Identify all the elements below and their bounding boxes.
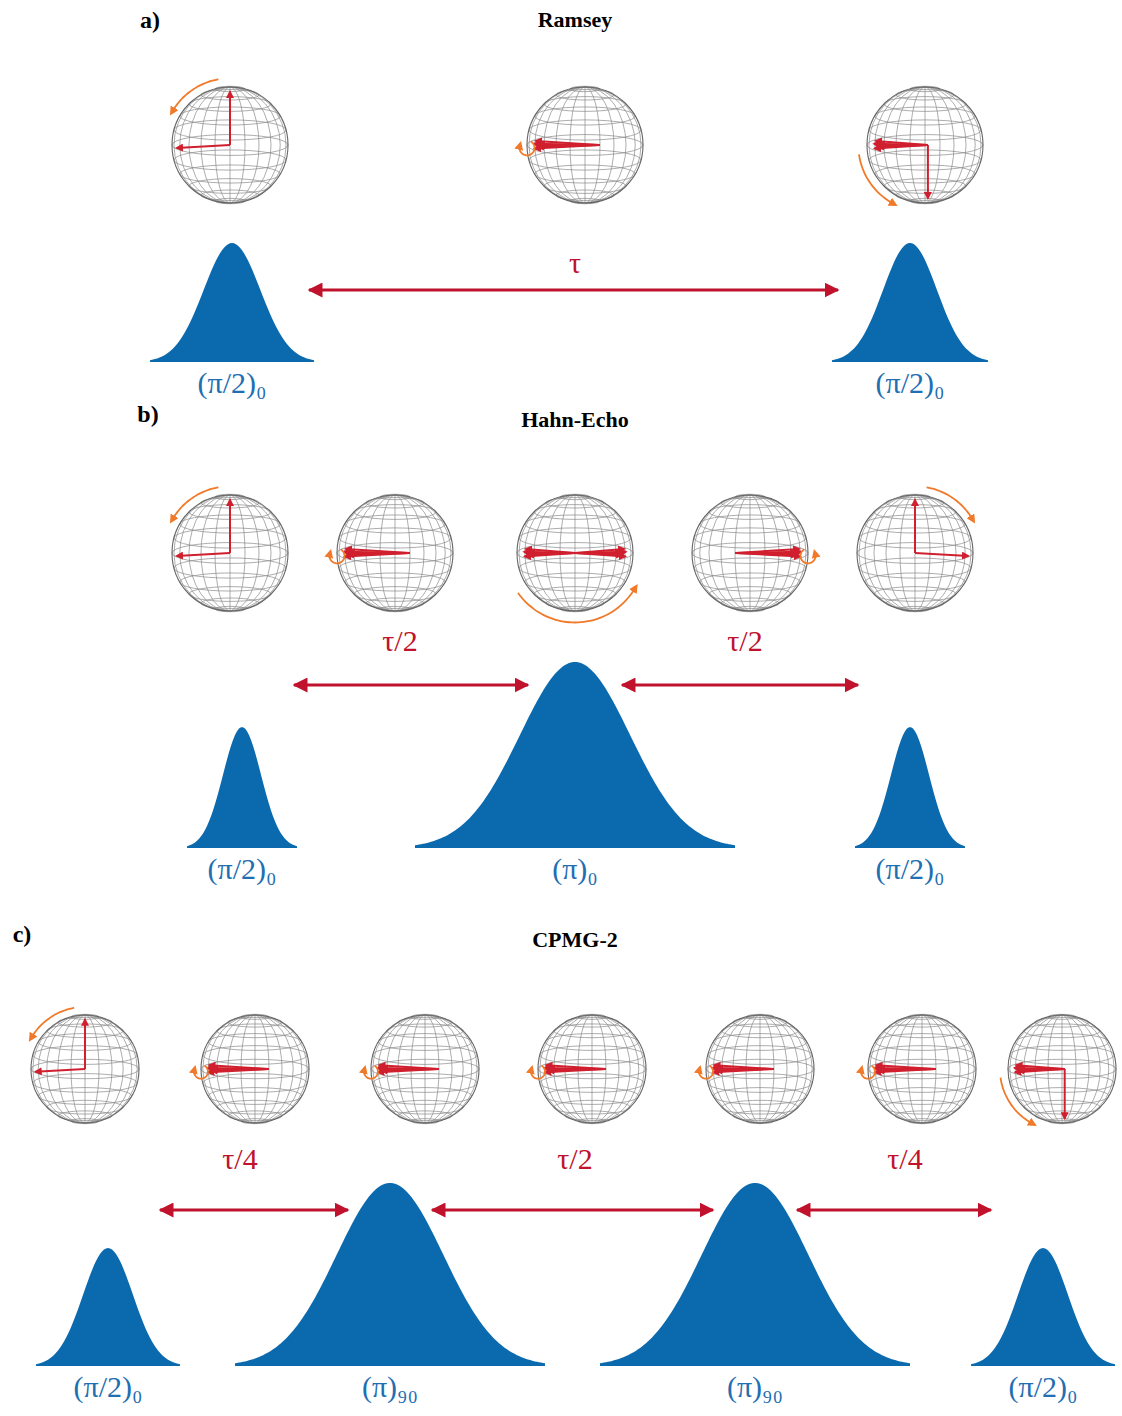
interval-arrow bbox=[797, 1209, 991, 1212]
pulse-label: (π/2)₀ bbox=[860, 852, 960, 885]
gaussian-pulse bbox=[832, 243, 988, 362]
interval-arrow bbox=[160, 1209, 348, 1212]
pulse-label: (π/2)₀ bbox=[840, 366, 980, 399]
pulse-label: (π/2)₀ bbox=[157, 366, 307, 399]
interval-label: τ/4 bbox=[219, 1142, 260, 1175]
bloch-sphere bbox=[517, 494, 635, 622]
bloch-sphere bbox=[194, 1014, 309, 1123]
panel-label: Ramsey bbox=[538, 8, 613, 32]
pulse: (π/2)₀ bbox=[58, 1248, 158, 1403]
bloch-sphere bbox=[330, 494, 453, 611]
bloch-sphere bbox=[364, 1014, 479, 1123]
bloch-sphere bbox=[861, 1014, 976, 1123]
pulse-label: (π/2)₀ bbox=[993, 1370, 1093, 1403]
panel-label: a) bbox=[140, 7, 160, 33]
bloch-sphere bbox=[1001, 1014, 1116, 1124]
interval-label: τ/2 bbox=[554, 1142, 595, 1175]
interval-label: τ/4 bbox=[884, 1142, 925, 1175]
pulse: (π/2)₀ bbox=[840, 243, 980, 399]
pulse: (π/2)₀ bbox=[192, 727, 292, 885]
pulse-label: (π/2)₀ bbox=[58, 1370, 158, 1403]
bloch-sphere bbox=[520, 86, 643, 203]
bloch-sphere bbox=[531, 1014, 646, 1123]
gaussian-pulse bbox=[600, 1183, 910, 1366]
interval-arrow bbox=[622, 684, 858, 687]
gaussian-pulse bbox=[855, 727, 965, 848]
pulse: (π/2)₀ bbox=[157, 243, 307, 399]
pulse-label: (π/2)₀ bbox=[192, 852, 292, 885]
bloch-sphere bbox=[692, 494, 815, 611]
pulse-label: (π)₉₀ bbox=[350, 1370, 430, 1403]
panel-label: CPMG-2 bbox=[532, 928, 618, 952]
pulse: (π)₀ bbox=[530, 662, 620, 885]
interval-label: τ/2 bbox=[379, 624, 420, 657]
bloch-sphere bbox=[857, 487, 973, 611]
pulse: (π/2)₀ bbox=[860, 727, 960, 885]
interval-label: τ/2 bbox=[724, 624, 765, 657]
gaussian-pulse bbox=[187, 727, 297, 848]
pulse-label: (π)₉₀ bbox=[715, 1370, 795, 1403]
pulse-label: (π)₀ bbox=[530, 852, 620, 885]
bloch-sphere bbox=[699, 1014, 814, 1123]
bloch-sphere bbox=[172, 487, 288, 611]
pulse: (π)₉₀ bbox=[715, 1183, 795, 1403]
panel-label: b) bbox=[137, 401, 158, 427]
pulse: (π/2)₀ bbox=[993, 1248, 1093, 1403]
panel-label: Hahn-Echo bbox=[521, 408, 629, 432]
gaussian-pulse bbox=[235, 1183, 545, 1366]
interval-arrow bbox=[294, 684, 528, 687]
gaussian-pulse bbox=[150, 243, 314, 362]
gaussian-pulse bbox=[36, 1248, 180, 1366]
panel-label: c) bbox=[13, 921, 32, 947]
bloch-sphere bbox=[31, 1008, 139, 1124]
gaussian-pulse bbox=[971, 1248, 1115, 1366]
pulse: (π)₉₀ bbox=[350, 1183, 430, 1403]
interval-arrow bbox=[432, 1209, 713, 1212]
gaussian-pulse bbox=[415, 662, 735, 848]
bloch-sphere bbox=[859, 86, 983, 204]
bloch-sphere bbox=[172, 79, 288, 203]
interval-arrow bbox=[309, 289, 838, 292]
interval-label: τ bbox=[566, 246, 584, 279]
